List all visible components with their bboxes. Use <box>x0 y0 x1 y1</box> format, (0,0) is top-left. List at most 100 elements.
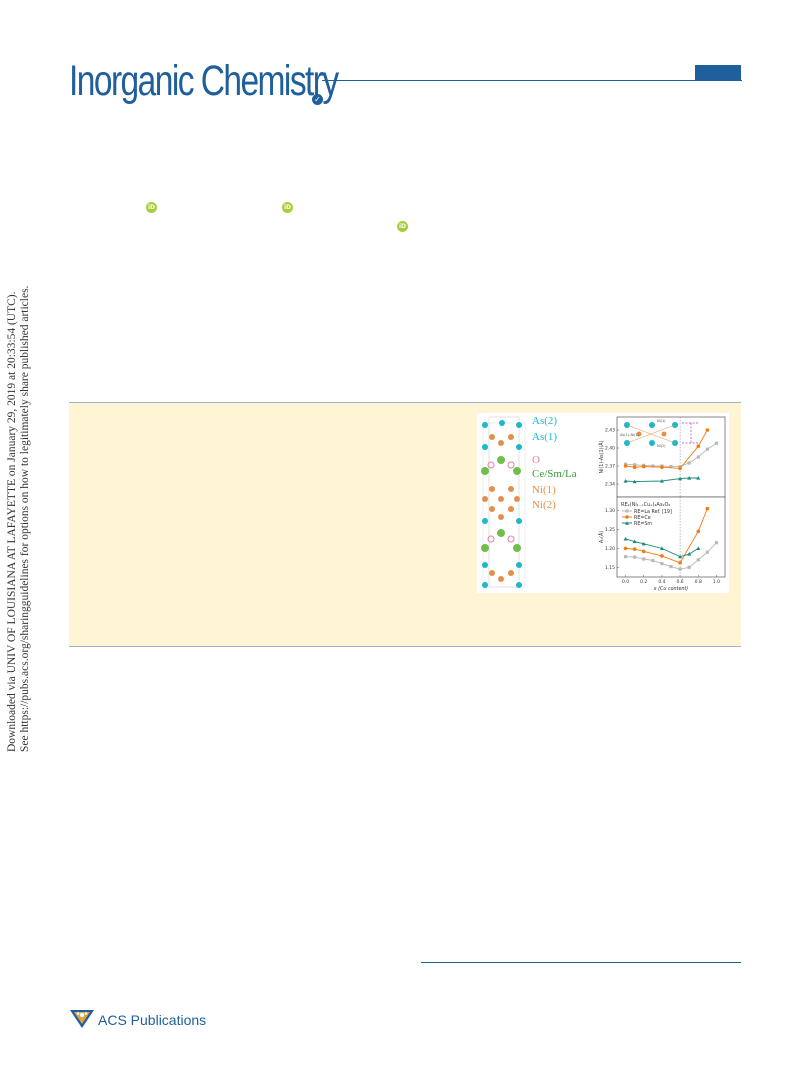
atom-as <box>516 518 522 524</box>
data-point <box>659 479 664 483</box>
atom-o <box>487 535 495 543</box>
toc-graphic-svg: As(2) As(1) O Ce/Sm/La Ni(1) Ni(2) <box>481 415 726 592</box>
y-tick-label: 1.25 <box>605 527 615 533</box>
data-point <box>678 466 682 471</box>
data-point <box>632 539 637 544</box>
y-tick-label: 2.43 <box>605 428 615 434</box>
data-point <box>705 447 709 451</box>
data-point <box>705 428 710 432</box>
inset-atom-as <box>649 440 655 446</box>
data-point <box>687 476 692 480</box>
atom-o <box>507 535 515 543</box>
inset-bond <box>626 424 676 444</box>
atom-o <box>507 461 515 469</box>
atom-ni <box>482 496 488 502</box>
data-point <box>696 546 701 550</box>
atom-as <box>482 562 488 568</box>
atom-ni <box>514 496 520 502</box>
y-axis-label: Ni(1)-As(1)(Å) <box>598 440 605 473</box>
journal-title: Inorganic Chemistry <box>69 57 339 105</box>
atom-ni <box>508 570 514 576</box>
chart-layer: 2.432.402.372.34Ni(1)-As(1)(Å)1.301.251.… <box>598 417 720 592</box>
data-point <box>678 567 682 571</box>
atom-as <box>482 422 488 428</box>
footer-rule <box>421 962 741 963</box>
orcid-icon[interactable]: iD <box>397 221 408 232</box>
structure-label-as1: As(1) <box>532 431 557 443</box>
legend-formula: RE₂(Ni₁₋ₓCuₓ)₂As₂O₂ <box>621 502 670 508</box>
atom-ni <box>489 506 495 512</box>
legend-marker-sm <box>625 521 629 525</box>
x-tick-label: 0.6 <box>677 579 684 585</box>
data-point <box>705 506 710 511</box>
download-notice-line-1: Downloaded via UNIV OF LOUISIANA AT LAFA… <box>6 291 18 753</box>
atom-ni <box>508 486 514 492</box>
data-point <box>623 462 628 466</box>
legend-item-sm: RE=Sm <box>634 521 652 527</box>
y-tick-label: 2.40 <box>605 446 615 452</box>
series-line <box>625 477 699 483</box>
atom-ni <box>489 434 495 440</box>
legend-marker-ce <box>625 515 629 519</box>
atom-ni <box>498 576 504 582</box>
legend-marker-la <box>625 509 629 513</box>
chart-bottom: RE₂(Ni₁₋ₓCuₓ)₂As₂O₂ RE=La Ref. [19] RE=C… <box>616 496 726 578</box>
x-tick-label: 0.4 <box>658 579 665 585</box>
toc-graphic: As(2) As(1) O Ce/Sm/La Ni(1) Ni(2) <box>477 413 729 593</box>
atom-re <box>481 544 489 552</box>
acs-logo-icon <box>69 1006 95 1034</box>
atom-ni <box>498 514 504 520</box>
atom-as <box>482 518 488 524</box>
y-axis-label: A₁(Å) <box>598 531 605 543</box>
x-axis-label: x (Cu content) <box>653 586 689 592</box>
atom-as <box>482 444 488 450</box>
x-tick-label: 0.8 <box>695 579 702 585</box>
header-block <box>695 65 741 80</box>
atom-ni <box>498 496 504 502</box>
data-point <box>633 463 637 467</box>
data-point <box>632 547 637 551</box>
data-point <box>696 529 701 534</box>
inset-atom-ni <box>661 431 667 437</box>
atom-ni <box>508 506 514 512</box>
data-point <box>669 465 673 469</box>
data-point <box>714 541 719 545</box>
data-point <box>659 546 664 550</box>
atom-as <box>516 422 522 428</box>
data-point <box>696 476 701 480</box>
atom-re <box>481 467 489 475</box>
inset-schematic: Ni(1) As(1)-Ni(1) Ni(2) <box>620 419 699 448</box>
data-point <box>651 464 655 468</box>
data-point <box>641 549 646 554</box>
data-point <box>660 554 664 558</box>
data-point <box>696 444 701 448</box>
data-point <box>642 557 646 561</box>
unit-cell <box>488 416 520 588</box>
data-point <box>623 536 628 541</box>
data-point <box>641 541 646 546</box>
y-tick-label: 1.30 <box>605 508 615 514</box>
y-tick-label: 2.37 <box>605 464 615 470</box>
atom-as <box>516 562 522 568</box>
y-tick-label: 1.15 <box>605 565 615 571</box>
atom-re <box>497 529 505 537</box>
publisher-name: ACS Publications <box>98 1012 207 1028</box>
atom-as <box>482 582 488 588</box>
orcid-icon[interactable]: iD <box>282 202 293 213</box>
orcid-icon[interactable]: iD <box>146 202 157 213</box>
data-point <box>678 554 683 559</box>
data-point <box>641 464 646 469</box>
data-point <box>714 441 719 445</box>
inset-label-ni2: Ni(2) <box>657 444 666 448</box>
data-point <box>696 455 700 459</box>
structure-label-as2: As(2) <box>532 415 557 427</box>
y-tick-label: 1.20 <box>605 546 615 552</box>
data-point <box>678 560 682 565</box>
data-point <box>687 461 691 465</box>
data-point <box>660 561 664 566</box>
legend-item-la: RE=La Ref. [19] <box>634 509 672 515</box>
atom-ni <box>489 486 495 492</box>
data-point <box>623 546 628 551</box>
data-point <box>660 465 664 469</box>
atom-re <box>497 456 505 464</box>
